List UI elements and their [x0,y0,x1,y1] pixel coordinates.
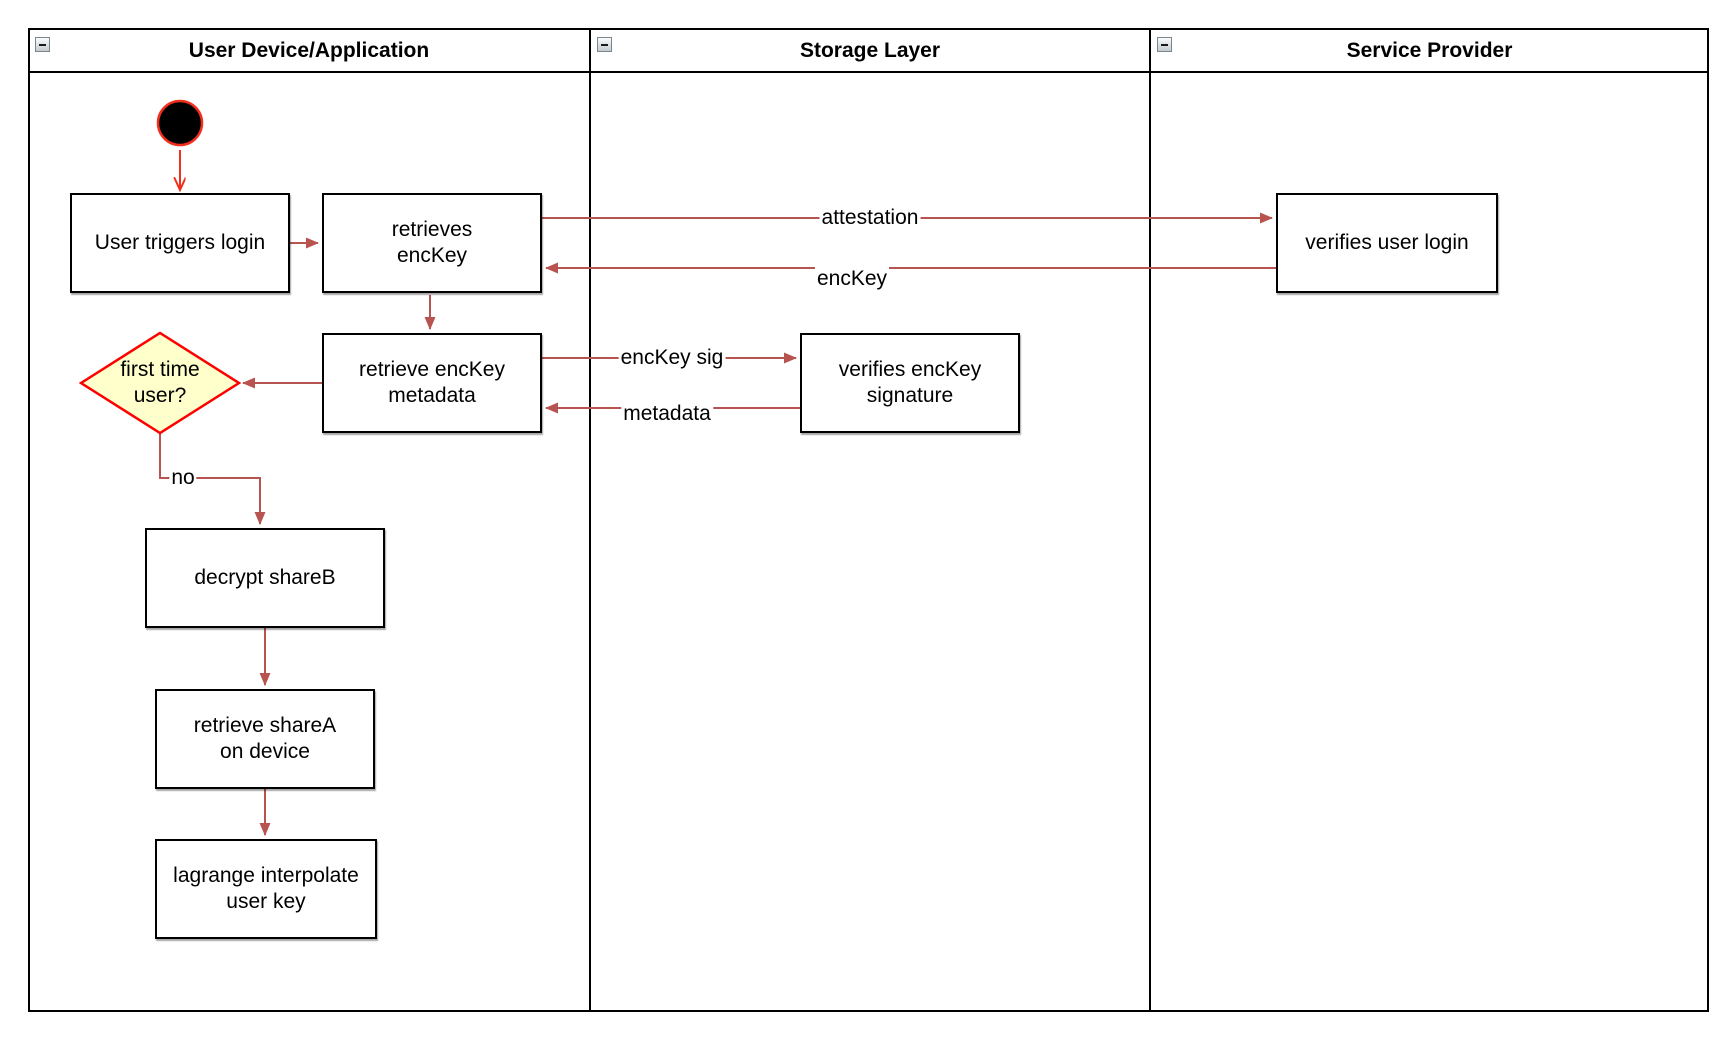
node-first-time-user-label: first time user? [120,358,200,407]
node-user-triggers-login[interactable]: User triggers login [70,193,290,293]
start-node[interactable] [156,99,204,147]
minus-icon [39,43,46,46]
lane-title-storage-layer: Storage Layer [799,39,941,62]
node-retrieve-sharea-on-device[interactable]: retrieve shareA on device [155,689,375,789]
node-retrieves-enckey[interactable]: retrieves encKey [322,193,542,293]
collapse-lane-storage-layer-minus-icon[interactable] [597,37,612,52]
lane-title-service-provider: Service Provider [1346,39,1513,62]
edge-label-attestation: attestation [819,206,921,230]
minus-icon [1161,43,1168,46]
node-decrypt-shareb[interactable]: decrypt shareB [145,528,385,628]
edge-label-metadata-return: metadata [621,402,713,426]
collapse-lane-user-device-minus-icon[interactable] [35,37,50,52]
node-verifies-user-login[interactable]: verifies user login [1276,193,1498,293]
swimlane-pool [28,28,1709,1012]
node-verifies-enckey-signature[interactable]: verifies encKey signature [800,333,1020,433]
lane-separator [589,28,591,1012]
collapse-lane-service-provider-minus-icon[interactable] [1157,37,1172,52]
minus-icon [601,43,608,46]
node-first-time-user-diamond[interactable] [78,331,242,435]
edge-label-enckey-sig: encKey sig [618,346,726,370]
swimlane-header-row [28,28,1709,73]
edge-no-branch [159,433,266,525]
node-retrieve-enckey-metadata[interactable]: retrieve encKey metadata [322,333,542,433]
lane-title-user-device: User Device/Application [188,39,430,62]
lane-separator [1149,28,1151,1012]
edge-label-enckey-return: encKey [814,267,890,291]
node-lagrange-interpolate[interactable]: lagrange interpolate user key [155,839,377,939]
edge-label-no-branch: no [169,466,197,490]
